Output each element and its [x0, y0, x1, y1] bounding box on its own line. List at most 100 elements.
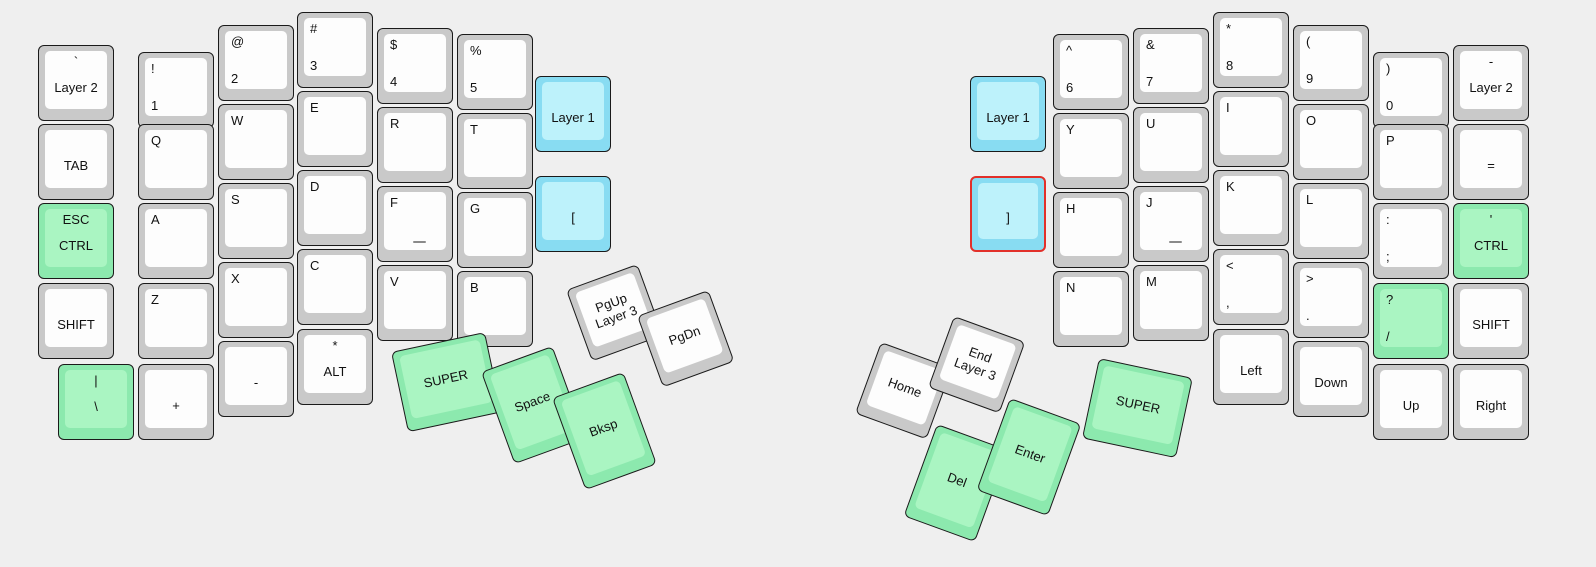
- key-l-t[interactable]: T: [457, 113, 533, 189]
- key-r-l[interactable]: L: [1293, 183, 1369, 259]
- key-r-j[interactable]: J: [1133, 186, 1209, 262]
- legend-spacer: [470, 216, 520, 253]
- legend-top: &: [1146, 37, 1155, 52]
- key-r-super[interactable]: SUPER: [1081, 358, 1193, 459]
- legend-main: ]: [1006, 210, 1010, 226]
- key-r-0[interactable]: )0: [1373, 52, 1449, 128]
- key-l-2[interactable]: @2: [218, 25, 294, 101]
- legend-top: B: [470, 280, 479, 295]
- key-l-layer1[interactable]: Layer 1: [535, 76, 611, 152]
- key-r-k[interactable]: K: [1213, 170, 1289, 246]
- key-l-alt[interactable]: *ALT: [297, 329, 373, 405]
- legend-main: ALT: [323, 363, 347, 379]
- key-r-8[interactable]: *8: [1213, 12, 1289, 88]
- key-l-tab[interactable]: TAB: [38, 124, 114, 200]
- key-l-z[interactable]: Z: [138, 283, 214, 359]
- key-r-comma[interactable]: <,: [1213, 249, 1289, 325]
- key-r-slash[interactable]: ?/: [1373, 283, 1449, 359]
- key-r-p[interactable]: P: [1373, 124, 1449, 200]
- key-r-9[interactable]: (9: [1293, 25, 1369, 101]
- legend-top: J: [1146, 195, 1153, 210]
- key-r-i[interactable]: I: [1213, 91, 1289, 167]
- key-r-6[interactable]: ^6: [1053, 34, 1129, 110]
- key-l-3[interactable]: #3: [297, 12, 373, 88]
- key-l-r[interactable]: R: [377, 107, 453, 183]
- legend-bottom: 4: [390, 73, 398, 89]
- key-r-rbracket[interactable]: ]: [970, 176, 1046, 252]
- keycap-surface: !1: [145, 58, 207, 116]
- key-l-v[interactable]: V: [377, 265, 453, 341]
- key-l-minus[interactable]: -: [218, 341, 294, 417]
- legend-top: R: [390, 116, 400, 131]
- legend-spacer: [390, 131, 440, 168]
- legend-spacer: [310, 115, 360, 152]
- key-r-y[interactable]: Y: [1053, 113, 1129, 189]
- keycap-surface: TAB: [45, 130, 107, 188]
- key-l-4[interactable]: $4: [377, 28, 453, 104]
- keycap-surface: SUPER: [399, 339, 493, 420]
- key-l-c[interactable]: C: [297, 249, 373, 325]
- legend-spacer: [1306, 286, 1356, 309]
- key-r-layer1[interactable]: Layer 1: [970, 76, 1046, 152]
- keycap-surface: M: [1140, 271, 1202, 329]
- legend-bottom: ;: [1386, 248, 1390, 264]
- key-l-g[interactable]: G: [457, 192, 533, 268]
- keycap-surface: O: [1300, 110, 1362, 168]
- legend-spacer: [470, 295, 520, 332]
- legend-top: ): [1386, 61, 1391, 76]
- legend-spacer: [310, 194, 360, 231]
- key-l-shift[interactable]: SHIFT: [38, 283, 114, 359]
- key-r-right[interactable]: Right: [1453, 364, 1529, 440]
- key-r-up[interactable]: Up: [1373, 364, 1449, 440]
- key-r-equal[interactable]: =: [1453, 124, 1529, 200]
- key-r-o[interactable]: O: [1293, 104, 1369, 180]
- key-l-plus[interactable]: +: [138, 364, 214, 440]
- key-r-semicolon[interactable]: :;: [1373, 203, 1449, 279]
- key-r-period[interactable]: >.: [1293, 262, 1369, 338]
- keycap-surface: ]: [978, 183, 1038, 239]
- key-r-left[interactable]: Left: [1213, 329, 1289, 405]
- keycap-surface: T: [464, 119, 526, 177]
- key-r-n[interactable]: N: [1053, 271, 1129, 347]
- key-l-1[interactable]: !1: [138, 52, 214, 128]
- key-l-w[interactable]: W: [218, 104, 294, 180]
- keycap-surface: %5: [464, 40, 526, 98]
- keycap-surface: $4: [384, 34, 446, 92]
- key-r-minus-layer2[interactable]: -Layer 2: [1453, 45, 1529, 121]
- key-l-f[interactable]: F: [377, 186, 453, 262]
- keycap-surface: K: [1220, 176, 1282, 234]
- key-l-lbracket[interactable]: [: [535, 176, 611, 252]
- key-l-a[interactable]: A: [138, 203, 214, 279]
- legend-spacer: [1386, 76, 1436, 99]
- keycap-surface: <,: [1220, 255, 1282, 313]
- key-r-down[interactable]: Down: [1293, 341, 1369, 417]
- key-r-quote-ctrl[interactable]: 'CTRL: [1453, 203, 1529, 279]
- legend-top: H: [1066, 201, 1076, 216]
- keycap-surface: SHIFT: [1460, 289, 1522, 347]
- legend-top: E: [310, 100, 319, 115]
- key-r-7[interactable]: &7: [1133, 28, 1209, 104]
- key-l-q[interactable]: Q: [138, 124, 214, 200]
- key-l-grave-layer2[interactable]: `Layer 2: [38, 45, 114, 121]
- legend-main: Layer 2: [1469, 79, 1513, 95]
- key-r-h[interactable]: H: [1053, 192, 1129, 268]
- key-r-u[interactable]: U: [1133, 107, 1209, 183]
- key-l-d[interactable]: D: [297, 170, 373, 246]
- key-r-enter[interactable]: Enter: [976, 398, 1082, 517]
- legend-spacer: [1306, 49, 1356, 72]
- key-r-shift[interactable]: SHIFT: [1453, 283, 1529, 359]
- key-l-s[interactable]: S: [218, 183, 294, 259]
- keycap-surface: Left: [1220, 335, 1282, 393]
- legend-spacer: [1306, 128, 1356, 165]
- homing-bar-indicator: [1169, 241, 1182, 243]
- keycap-surface: D: [304, 176, 366, 234]
- key-l-x[interactable]: X: [218, 262, 294, 338]
- keycap-surface: B: [464, 277, 526, 335]
- keycap-surface: @2: [225, 31, 287, 89]
- key-r-m[interactable]: M: [1133, 265, 1209, 341]
- key-l-pipe-backslash[interactable]: |\: [58, 364, 134, 440]
- key-l-5[interactable]: %5: [457, 34, 533, 110]
- key-l-e[interactable]: E: [297, 91, 373, 167]
